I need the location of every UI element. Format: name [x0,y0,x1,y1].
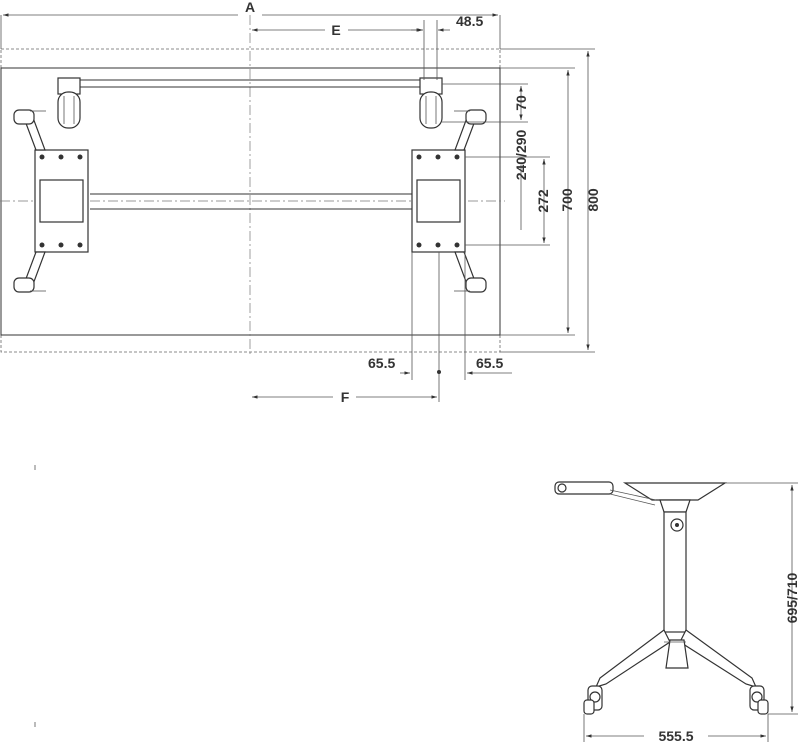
dim-240-290: 240/290 [513,129,529,180]
dim-65-5-left: 65.5 [368,355,395,371]
bar-bracket-left [57,77,81,129]
table-top-outline [0,67,501,336]
base-plate-left [34,149,89,253]
dim-65-5-right: 65.5 [476,355,503,371]
dim-272: 272 [535,189,551,213]
side-column [659,499,691,633]
dim-height: 695/710 [784,572,800,623]
base-plate-right [411,149,466,253]
side-base-legs [594,629,758,688]
dimension-48-5: 48.5 [411,13,483,80]
label-E: E [331,22,340,38]
dim-800: 800 [585,188,601,212]
dimension-width: 555.5 [583,714,769,744]
side-casters [583,685,769,715]
label-A: A [245,0,255,15]
side-flip-arm [554,481,657,506]
dim-700: 700 [559,188,575,212]
side-view: 695/710 555.5 [34,465,800,744]
dimension-700: 700 [500,67,575,336]
side-table-top [622,482,728,501]
bar-bracket-right [419,77,443,129]
label-F: F [341,389,350,405]
dimension-height: 695/710 [725,482,800,715]
dimension-272: 272 [465,156,551,246]
dim-48-5: 48.5 [456,13,483,29]
dim-70: 70 [513,95,529,111]
top-view: A E 48.5 800 700 [0,0,601,405]
dimension-E: E [252,20,425,80]
folding-bar [72,79,428,88]
dimension-240-290: 240/290 70 [442,83,529,230]
dimension-800: 800 [500,48,601,353]
dim-width: 555.5 [658,728,693,744]
dimension-F: F [252,252,441,405]
crossbar [90,193,412,210]
dimension-65-5-left: 65.5 [368,252,413,380]
legs-left [13,109,46,293]
dimension-65-5-right: 65.5 [464,252,512,380]
legs-right [454,109,487,293]
dimension-A: A [0,0,501,49]
